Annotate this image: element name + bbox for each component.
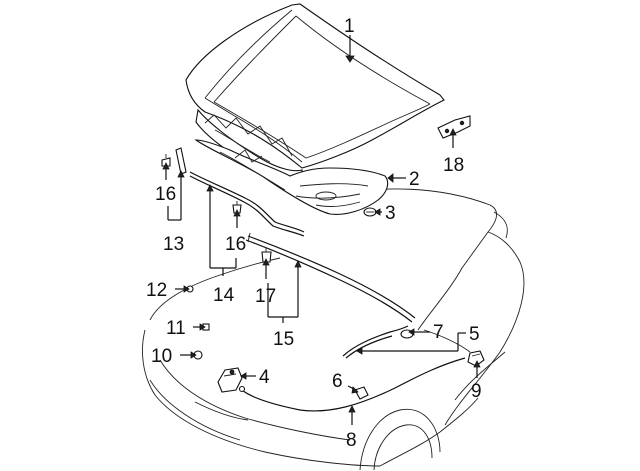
callout-17: 17	[255, 286, 276, 307]
hood-prop-rod[interactable]	[342, 325, 414, 359]
hood-release-cable[interactable]	[238, 357, 466, 412]
radiator-support-seal[interactable]	[245, 232, 416, 323]
arrowheads	[162, 55, 481, 413]
part-16-clip-lower[interactable]	[232, 201, 242, 214]
callout-16-lower: 16	[225, 234, 246, 255]
callout-12: 12	[146, 280, 167, 301]
callout-18: 18	[443, 155, 464, 176]
part-17-clip[interactable]	[261, 248, 272, 263]
callout-3: 3	[385, 203, 396, 224]
part-6-clip[interactable]	[354, 386, 369, 400]
callout-11: 11	[166, 318, 186, 339]
part-18-hood-hinge[interactable]	[437, 115, 471, 139]
part-16-clip-upper[interactable]	[161, 154, 171, 167]
callout-15: 15	[273, 329, 294, 350]
callout-13: 13	[163, 234, 184, 255]
callout-1: 1	[344, 16, 355, 37]
part-13-seal-end[interactable]	[175, 147, 187, 175]
callout-14: 14	[213, 285, 235, 306]
callout-4: 4	[259, 367, 270, 388]
car-body-outline	[142, 188, 525, 471]
part-9-release-handle[interactable]	[467, 350, 485, 367]
callout-9: 9	[471, 381, 482, 402]
callout-labels: 1 2 3 4 5 6 7 8 9 10 11 12 13 14 15 16 1…	[146, 16, 482, 451]
hood-inner-insulator[interactable]	[194, 139, 389, 215]
callout-10: 10	[151, 346, 172, 367]
callout-7: 7	[433, 322, 444, 343]
part-3-grommet[interactable]	[363, 207, 377, 217]
hood-seal-strip[interactable]	[189, 171, 305, 237]
callout-2: 2	[409, 169, 420, 190]
part-4-hood-latch[interactable]	[217, 367, 243, 393]
callout-16-upper: 16	[155, 184, 176, 205]
callout-8: 8	[346, 430, 357, 451]
callout-6: 6	[332, 371, 343, 392]
callout-5: 5	[469, 324, 480, 345]
